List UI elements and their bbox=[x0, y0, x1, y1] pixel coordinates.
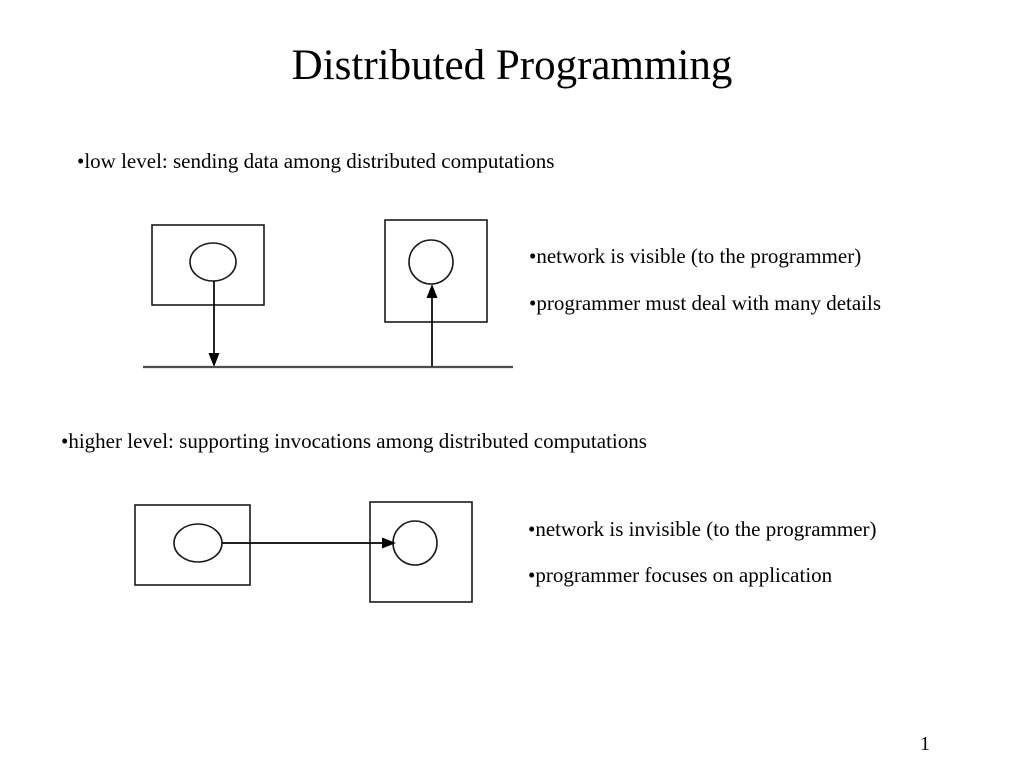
receive-arrow-head bbox=[426, 284, 438, 298]
receiver-process-circle bbox=[408, 239, 454, 285]
note-network-invisible: •network is invisible (to the programmer… bbox=[528, 517, 877, 541]
caller-process-ellipse bbox=[173, 523, 223, 563]
page-number: 1 bbox=[920, 733, 930, 755]
page-title: Distributed Programming bbox=[291, 42, 733, 89]
bullet-low-level: •low level: sending data among distribut… bbox=[77, 149, 555, 173]
low-level-message-passing-diagram bbox=[120, 200, 540, 390]
note-programmer-focuses-application: •programmer focuses on application bbox=[528, 563, 833, 587]
sender-process-ellipse bbox=[189, 242, 237, 282]
sender-computation-box bbox=[151, 224, 265, 306]
callee-process-circle bbox=[392, 520, 438, 566]
higher-level-invocation-diagram bbox=[120, 490, 500, 615]
receiver-computation-box bbox=[384, 219, 488, 323]
send-arrow-head bbox=[208, 353, 220, 367]
note-network-visible: •network is visible (to the programmer) bbox=[529, 244, 862, 268]
callee-computation-box bbox=[369, 501, 473, 603]
caller-computation-box bbox=[134, 504, 251, 586]
bullet-higher-level: •higher level: supporting invocations am… bbox=[61, 429, 647, 453]
note-programmer-many-details: •programmer must deal with many details bbox=[529, 291, 882, 315]
invocation-arrow-head bbox=[382, 537, 396, 549]
